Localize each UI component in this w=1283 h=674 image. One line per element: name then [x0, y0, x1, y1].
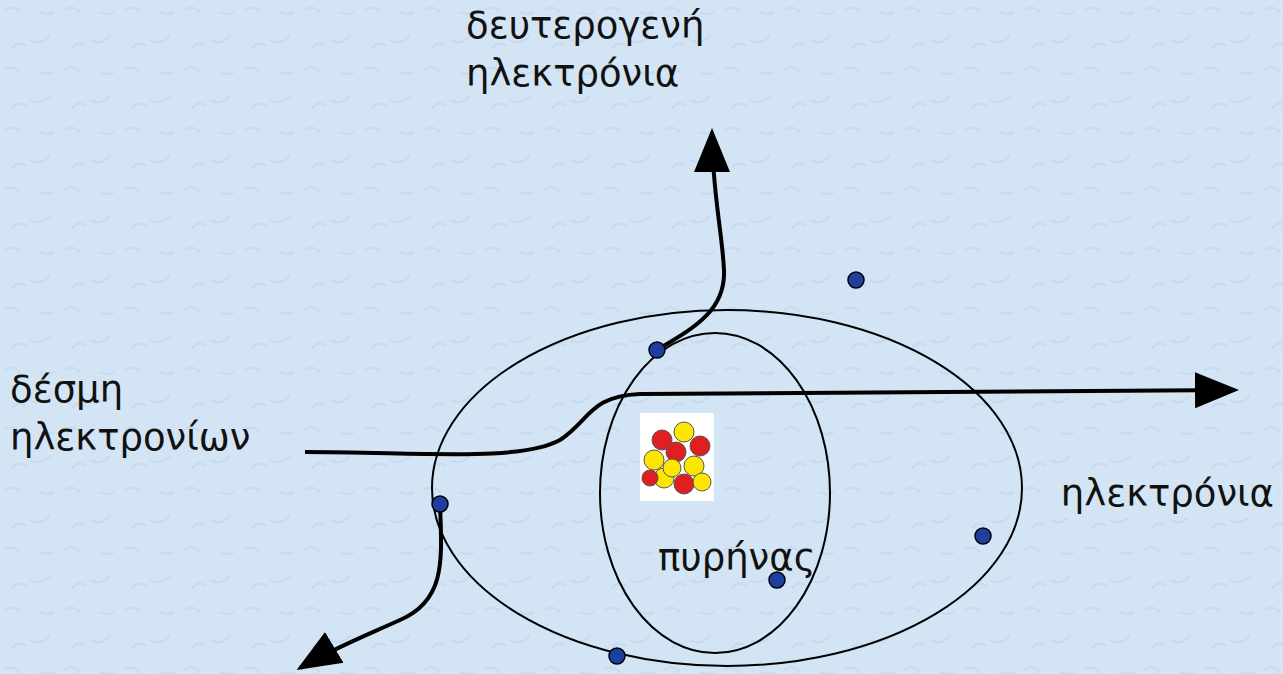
outer-orbit	[432, 310, 1022, 666]
beam-label: δέσμη ηλεκτρονίων	[10, 366, 250, 462]
scattered-electron-path	[300, 504, 441, 668]
nucleus-label: πυρήνας	[658, 534, 815, 582]
nucleus	[640, 413, 714, 501]
electrons	[432, 272, 991, 664]
electrons-label: ηλεκτρόνια	[1058, 470, 1277, 518]
inner-orbit	[600, 333, 830, 653]
beam-path	[305, 390, 1235, 454]
secondary-electron-path	[657, 132, 724, 350]
secondary-electrons-label: δευτερογενή ηλεκτρόνια	[466, 2, 704, 98]
